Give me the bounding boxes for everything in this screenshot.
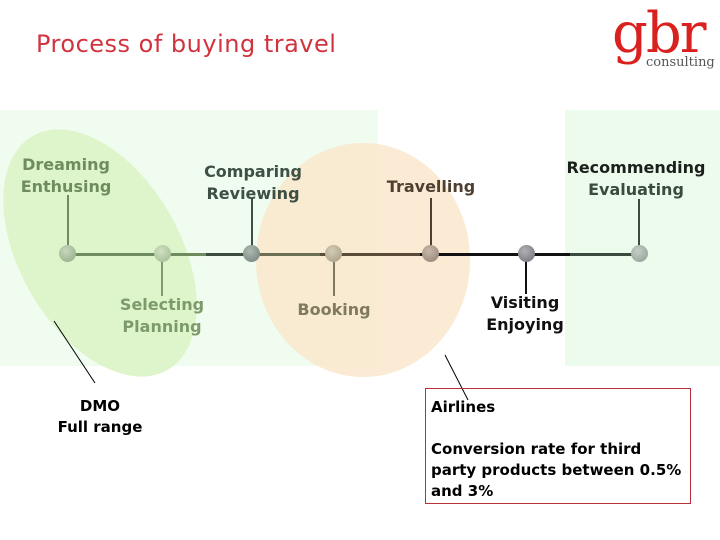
node-selecting bbox=[154, 245, 171, 262]
label-line: Enjoying bbox=[486, 315, 564, 334]
label-line: Evaluating bbox=[588, 180, 684, 199]
label-line: Recommending bbox=[566, 158, 706, 177]
dmo-title: DMO bbox=[79, 397, 121, 415]
stem-booking bbox=[333, 258, 335, 296]
node-comparing bbox=[243, 245, 260, 262]
label-line: Dreaming bbox=[22, 155, 110, 174]
stage-label-dreaming: Dreaming Enthusing bbox=[21, 154, 112, 198]
dmo-callout-line bbox=[53, 320, 96, 384]
stage-label-travelling: Travelling bbox=[387, 176, 475, 198]
node-booking bbox=[325, 245, 342, 262]
gbr-logo-subtitle: consulting bbox=[646, 55, 715, 70]
label-line: Booking bbox=[297, 300, 371, 319]
timeline-line bbox=[66, 253, 642, 256]
label-line: Selecting bbox=[119, 295, 205, 314]
node-dreaming bbox=[59, 245, 76, 262]
label-line: Comparing bbox=[204, 162, 302, 181]
stage-label-comparing: Comparing Reviewing bbox=[204, 161, 302, 205]
node-travelling bbox=[422, 245, 439, 262]
gbr-logo: gbr bbox=[612, 1, 706, 66]
label-line: Visiting bbox=[490, 293, 560, 312]
label-line: Reviewing bbox=[206, 184, 300, 203]
airlines-callout-line bbox=[444, 354, 469, 401]
stage-label-booking: Booking bbox=[297, 299, 370, 321]
stage-label-visiting: Visiting Enjoying bbox=[486, 292, 564, 336]
stage-label-recommending: Recommending Evaluating bbox=[566, 157, 705, 201]
node-recommending bbox=[631, 245, 648, 262]
stem-selecting bbox=[161, 258, 163, 296]
stem-travelling bbox=[430, 198, 432, 250]
dmo-subtitle: Full range bbox=[57, 418, 143, 436]
dmo-annotation: DMO Full range bbox=[58, 396, 143, 438]
node-visiting bbox=[518, 245, 535, 262]
label-line: Planning bbox=[122, 317, 202, 336]
stem-comparing bbox=[251, 198, 253, 250]
airlines-body: Conversion rate for third party products… bbox=[431, 440, 682, 500]
airlines-heading: Airlines bbox=[431, 398, 496, 416]
stage-label-selecting: Selecting Planning bbox=[120, 294, 204, 338]
stem-recommending bbox=[638, 199, 640, 250]
stem-dreaming bbox=[67, 195, 69, 250]
label-line: Travelling bbox=[386, 177, 476, 196]
slide-title: Process of buying travel bbox=[36, 30, 337, 58]
right-region-band bbox=[565, 110, 720, 366]
label-line: Enthusing bbox=[20, 177, 112, 196]
stem-visiting bbox=[525, 258, 527, 294]
airlines-callout-box: Airlines Conversion rate for third party… bbox=[425, 388, 691, 504]
